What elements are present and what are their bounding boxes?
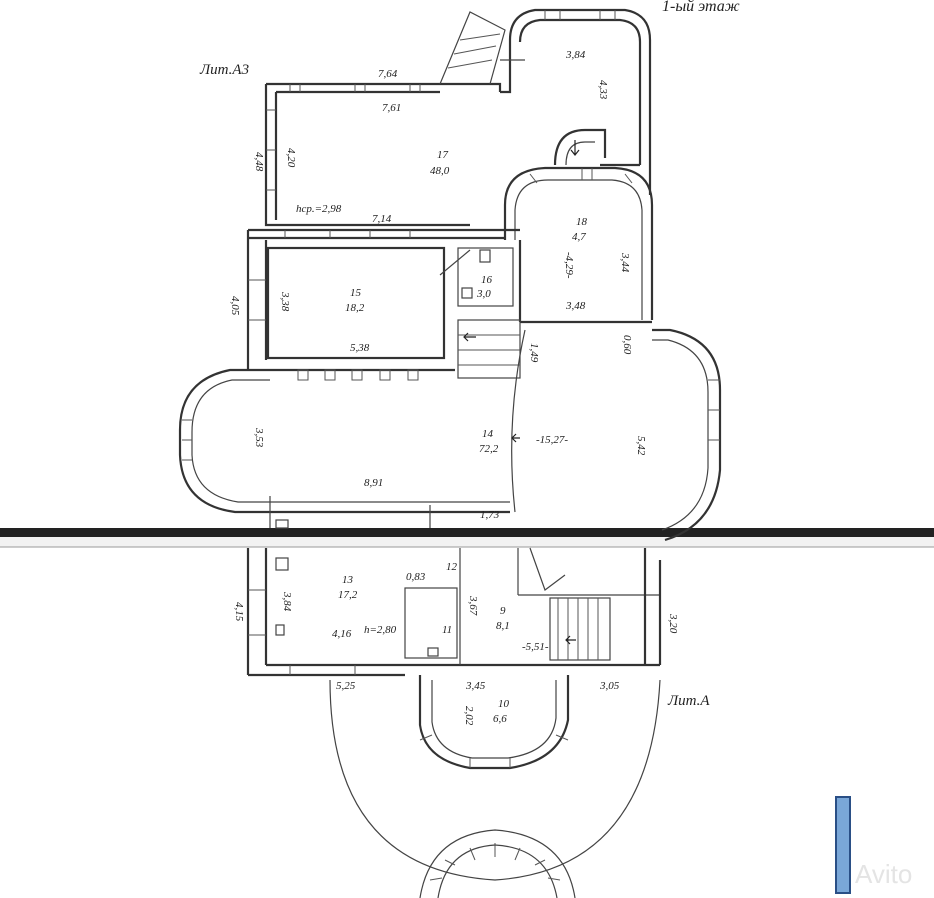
dim-083: 0,83 (406, 571, 426, 583)
dim-538: 5,38 (350, 342, 370, 354)
room-10-area: 6,6 (493, 713, 507, 725)
room-11-number: 11 (442, 624, 452, 636)
room-17-number: 17 (437, 149, 449, 161)
dim-525: 5,25 (336, 680, 356, 692)
dim-1527: -15,27- (536, 434, 568, 446)
room-18-number: 18 (576, 216, 588, 228)
dim-761: 7,61 (382, 102, 401, 114)
dim-345: 3,45 (465, 680, 486, 692)
dim-367: 3,67 (467, 595, 479, 616)
room-top-right-walls (500, 8, 652, 195)
dim-h280: h=2,80 (364, 624, 397, 636)
room-11-9-walls (404, 547, 662, 667)
dim-12b: 12 (446, 561, 458, 573)
dim-415: 4,15 (233, 602, 245, 622)
dim-348: 3,48 (565, 300, 586, 312)
dim-714: 7,14 (372, 213, 392, 225)
dim-338: 3,38 (279, 291, 291, 312)
dim-542: 5,42 (635, 436, 647, 456)
room-18-walls (503, 166, 654, 324)
watermark-text: Avito (855, 859, 912, 889)
room-14-walls (178, 328, 722, 542)
dim-420: 4,20 (285, 148, 297, 168)
arrow-markers (463, 140, 580, 645)
room-17-area: 48,0 (430, 165, 450, 177)
dim-173: 1,73 (480, 509, 500, 521)
dim-551: -5,51- (522, 641, 549, 653)
room-9-number: 9 (500, 605, 506, 617)
lit-a3-label: Лит.А3 (199, 62, 249, 78)
dim-384b: 3,84 (281, 591, 293, 612)
dim-353: 3,53 (253, 427, 265, 448)
room-16-area: 3,0 (476, 288, 491, 300)
room-14-area: 72,2 (479, 443, 499, 455)
dim-416: 4,16 (332, 628, 352, 640)
room-10-number: 10 (498, 698, 510, 710)
dim-891: 8,91 (364, 477, 383, 489)
room-14-number: 14 (482, 428, 494, 440)
room-13-walls (246, 548, 405, 677)
dim-384: 3,84 (565, 49, 586, 61)
scan-separator-gap (0, 537, 934, 547)
room-15-number: 15 (350, 287, 362, 299)
dim-320: 3,20 (667, 613, 679, 634)
avito-logo-bar (835, 796, 851, 894)
scan-separator-top (0, 528, 934, 537)
room-15-16-walls (246, 228, 521, 379)
dim-429: -4,29- (563, 252, 575, 279)
room-13-area: 17,2 (338, 589, 358, 601)
dim-448: 4,48 (253, 152, 265, 172)
dim-149: 1,49 (528, 343, 540, 363)
room-9-area: 8,1 (496, 620, 510, 632)
room-12-number: 12 (442, 527, 454, 539)
room-10-walls (329, 675, 661, 898)
room-13-number: 13 (342, 574, 354, 586)
dim-764: 7,64 (378, 68, 398, 80)
dim-344: 3,44 (619, 252, 631, 273)
room-16-number: 16 (481, 274, 493, 286)
room-15-area: 18,2 (345, 302, 365, 314)
dim-202: 2,02 (463, 706, 475, 726)
dim-433: 4,33 (597, 80, 609, 100)
room-18-area: 4,7 (572, 231, 586, 243)
dim-405: 4,05 (229, 296, 241, 316)
floor-title: 1-ый этаж (662, 0, 740, 15)
dim-hcp: hср.=2,98 (296, 203, 342, 215)
dim-305: 3,05 (599, 680, 620, 692)
dim-060: 0,60 (621, 335, 633, 355)
lit-a-label: Лит.А (667, 693, 710, 709)
room-lower-upper-walls (269, 496, 431, 529)
room-17-walls (264, 11, 512, 227)
